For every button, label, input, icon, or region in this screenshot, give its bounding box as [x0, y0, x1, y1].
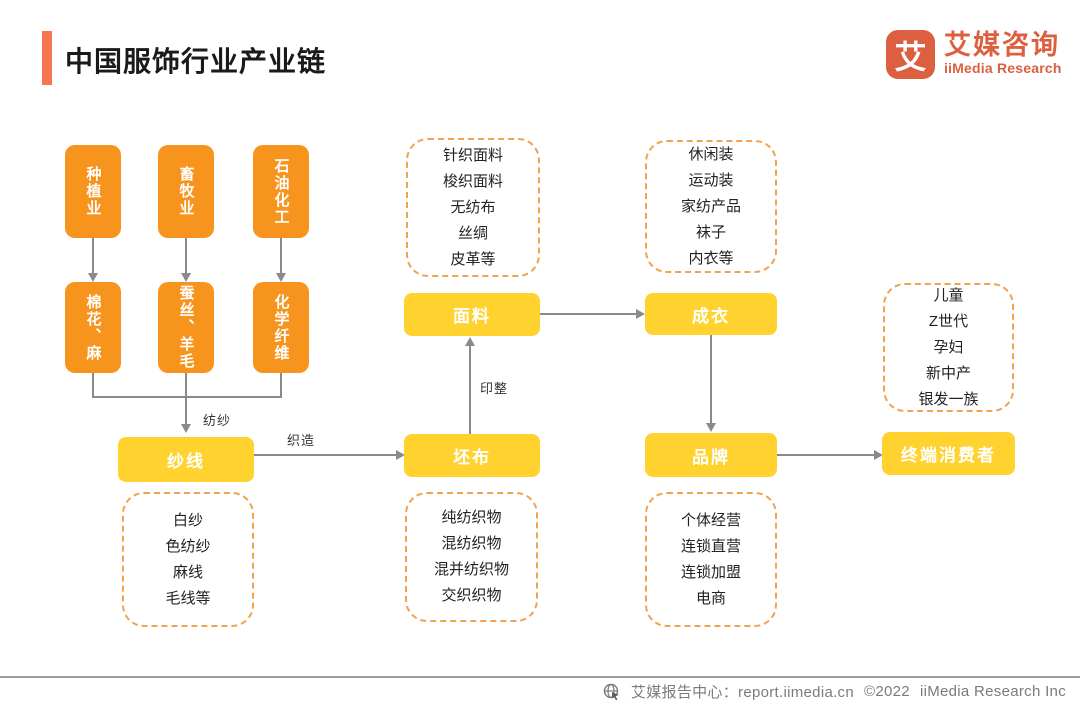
arrowhead-down: [88, 273, 98, 282]
footer: 艾媒报告中心：report.iimedia.cn ©2022 iiMedia R…: [603, 681, 1066, 702]
node-brand-label: 品牌: [692, 447, 730, 467]
connector-line: [280, 373, 282, 397]
node-petrochemical-label: 石油化工: [272, 157, 290, 226]
logo-glyph: 艾: [894, 38, 927, 75]
detail-item: 白纱: [172, 511, 203, 529]
logo-text: 艾媒咨询 iiMedia Research: [944, 30, 1062, 76]
detail-item: 针织面料: [442, 146, 503, 164]
report-center-globe-icon: [603, 683, 619, 700]
detail-box-consumer: 儿童 Z世代 孕妇 新中产 银发一族: [883, 283, 1014, 412]
detail-item: 梭织面料: [442, 172, 503, 190]
detail-item: 孕妇: [933, 338, 964, 356]
node-animal-husbandry-label: 畜牧业: [177, 166, 195, 217]
connector-line: [92, 238, 94, 274]
arrowhead-up: [465, 337, 475, 346]
arrowhead-right: [874, 450, 883, 460]
connector-line: [777, 454, 875, 456]
detail-item: 家纺产品: [680, 197, 741, 215]
detail-item: 丝绸: [457, 224, 488, 242]
connector-line: [540, 313, 637, 315]
node-chemical-fiber: 化学纤维: [253, 282, 309, 373]
detail-item: 皮革等: [450, 250, 496, 268]
detail-item: 连锁直营: [680, 537, 741, 555]
connector-line: [92, 373, 94, 397]
detail-item: 纯纺织物: [441, 509, 502, 526]
detail-box-yarn: 白纱 色纺纱 麻线 毛线等: [122, 492, 254, 627]
edge-label-spinning: 纺纱: [203, 413, 232, 428]
connector-line: [469, 344, 471, 434]
logo-name-cn: 艾媒咨询: [944, 30, 1060, 60]
footer-divider: [0, 676, 1080, 678]
detail-item: 内衣等: [688, 249, 734, 267]
footer-company: iiMedia Research Inc: [919, 683, 1066, 700]
arrowhead-right: [636, 309, 645, 319]
connector-line: [254, 454, 397, 456]
node-cotton-hemp: 棉花、麻: [65, 282, 121, 373]
connector-line: [185, 238, 187, 274]
brand-logo: 艾 艾媒咨询 iiMedia Research: [886, 30, 1062, 79]
connector-line: [710, 335, 712, 424]
edge-label-finishing: 印整: [480, 381, 509, 396]
node-chemical-fiber-label: 化学纤维: [272, 293, 290, 362]
arrowhead-down: [181, 424, 191, 433]
connector-line: [92, 396, 282, 398]
node-yarn-label: 纱线: [167, 452, 205, 471]
detail-item: 麻线: [172, 563, 203, 581]
edge-label-weaving: 织造: [287, 433, 316, 448]
title-accent-bar: [42, 31, 52, 85]
arrowhead-down: [276, 273, 286, 282]
node-consumer-label: 终端消费者: [901, 446, 996, 465]
detail-box-garment: 休闲装 运动装 家纺产品 袜子 内衣等: [645, 140, 777, 273]
detail-box-fabric: 针织面料 梭织面料 无纺布 丝绸 皮革等: [406, 138, 540, 277]
detail-item: 儿童: [933, 286, 964, 304]
connector-line: [280, 238, 282, 274]
logo-name-en: iiMedia Research: [944, 60, 1062, 76]
node-fabric-label: 面料: [453, 307, 491, 326]
detail-item: 袜子: [695, 223, 726, 241]
detail-item: 连锁加盟: [680, 563, 741, 581]
node-garment: 成衣: [645, 293, 777, 335]
detail-item: 交织织物: [441, 587, 502, 604]
detail-item: 色纺纱: [165, 537, 211, 555]
detail-item: 混纺织物: [441, 535, 502, 552]
detail-item: 毛线等: [165, 589, 211, 607]
page-title: 中国服饰行业产业链: [65, 46, 327, 77]
node-garment-label: 成衣: [692, 306, 730, 326]
connector-line: [185, 373, 187, 425]
detail-item: 混并纺织物: [433, 561, 509, 578]
node-planting: 种植业: [65, 145, 121, 238]
node-fabric: 面料: [404, 293, 540, 336]
detail-item: 新中产: [925, 364, 971, 382]
detail-item: 电商: [695, 589, 726, 607]
node-silk-wool: 蚕丝、羊毛: [158, 282, 214, 373]
detail-item: 休闲装: [688, 145, 734, 163]
arrowhead-down: [706, 423, 716, 432]
detail-box-grey-fabric: 纯纺织物 混纺织物 混并纺织物 交织织物: [405, 492, 538, 622]
detail-item: 运动装: [688, 171, 734, 189]
footer-report-center: 艾媒报告中心：report.iimedia.cn: [630, 684, 855, 701]
arrowhead-right: [396, 450, 405, 460]
detail-item: 银发一族: [918, 390, 979, 408]
node-animal-husbandry: 畜牧业: [158, 145, 214, 238]
node-grey-fabric-label: 坯布: [453, 448, 491, 467]
node-silk-wool-label: 蚕丝、羊毛: [177, 285, 195, 370]
node-consumer: 终端消费者: [882, 432, 1015, 475]
node-brand: 品牌: [645, 433, 777, 477]
node-planting-label: 种植业: [84, 166, 102, 217]
detail-item: 无纺布: [450, 198, 496, 216]
detail-item: Z世代: [928, 312, 969, 330]
node-cotton-hemp-label: 棉花、麻: [84, 293, 102, 362]
iimedia-logo-icon: 艾: [886, 30, 935, 79]
detail-item: 个体经营: [680, 511, 741, 529]
footer-copyright: ©2022: [864, 683, 910, 700]
node-yarn: 纱线: [118, 437, 254, 482]
arrowhead-down: [181, 273, 191, 282]
detail-box-brand: 个体经营 连锁直营 连锁加盟 电商: [645, 492, 777, 627]
node-grey-fabric: 坯布: [404, 434, 540, 477]
node-petrochemical: 石油化工: [253, 145, 309, 238]
